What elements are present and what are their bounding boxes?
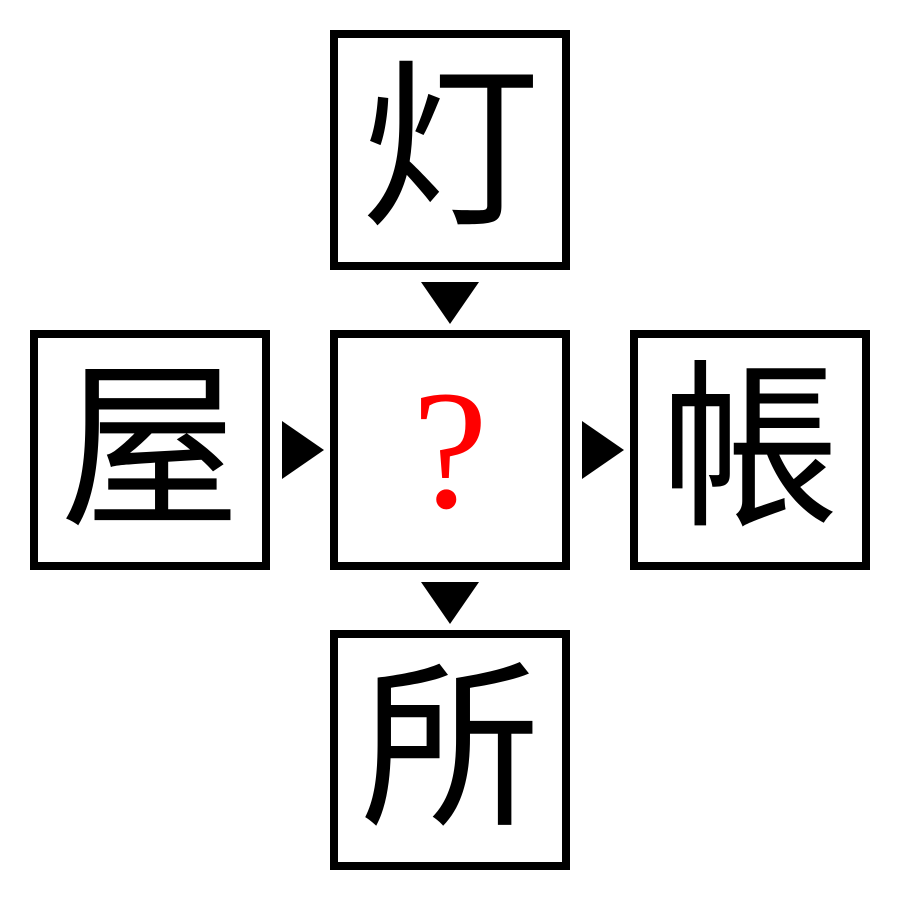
top-kanji-box: 灯 — [330, 30, 570, 270]
answer-box[interactable]: ? — [330, 330, 570, 570]
triangle-down-icon — [421, 582, 479, 624]
top-kanji: 灯 — [359, 45, 540, 254]
right-kanji-box: 帳 — [630, 330, 870, 570]
triangle-right-icon — [282, 421, 324, 479]
bottom-kanji: 所 — [359, 645, 540, 854]
bottom-kanji-box: 所 — [330, 630, 570, 870]
left-kanji: 屋 — [59, 345, 240, 554]
triangle-right-icon — [582, 421, 624, 479]
right-kanji: 帳 — [659, 345, 840, 554]
left-kanji-box: 屋 — [30, 330, 270, 570]
triangle-down-icon — [421, 282, 479, 324]
question-mark: ? — [412, 356, 488, 544]
